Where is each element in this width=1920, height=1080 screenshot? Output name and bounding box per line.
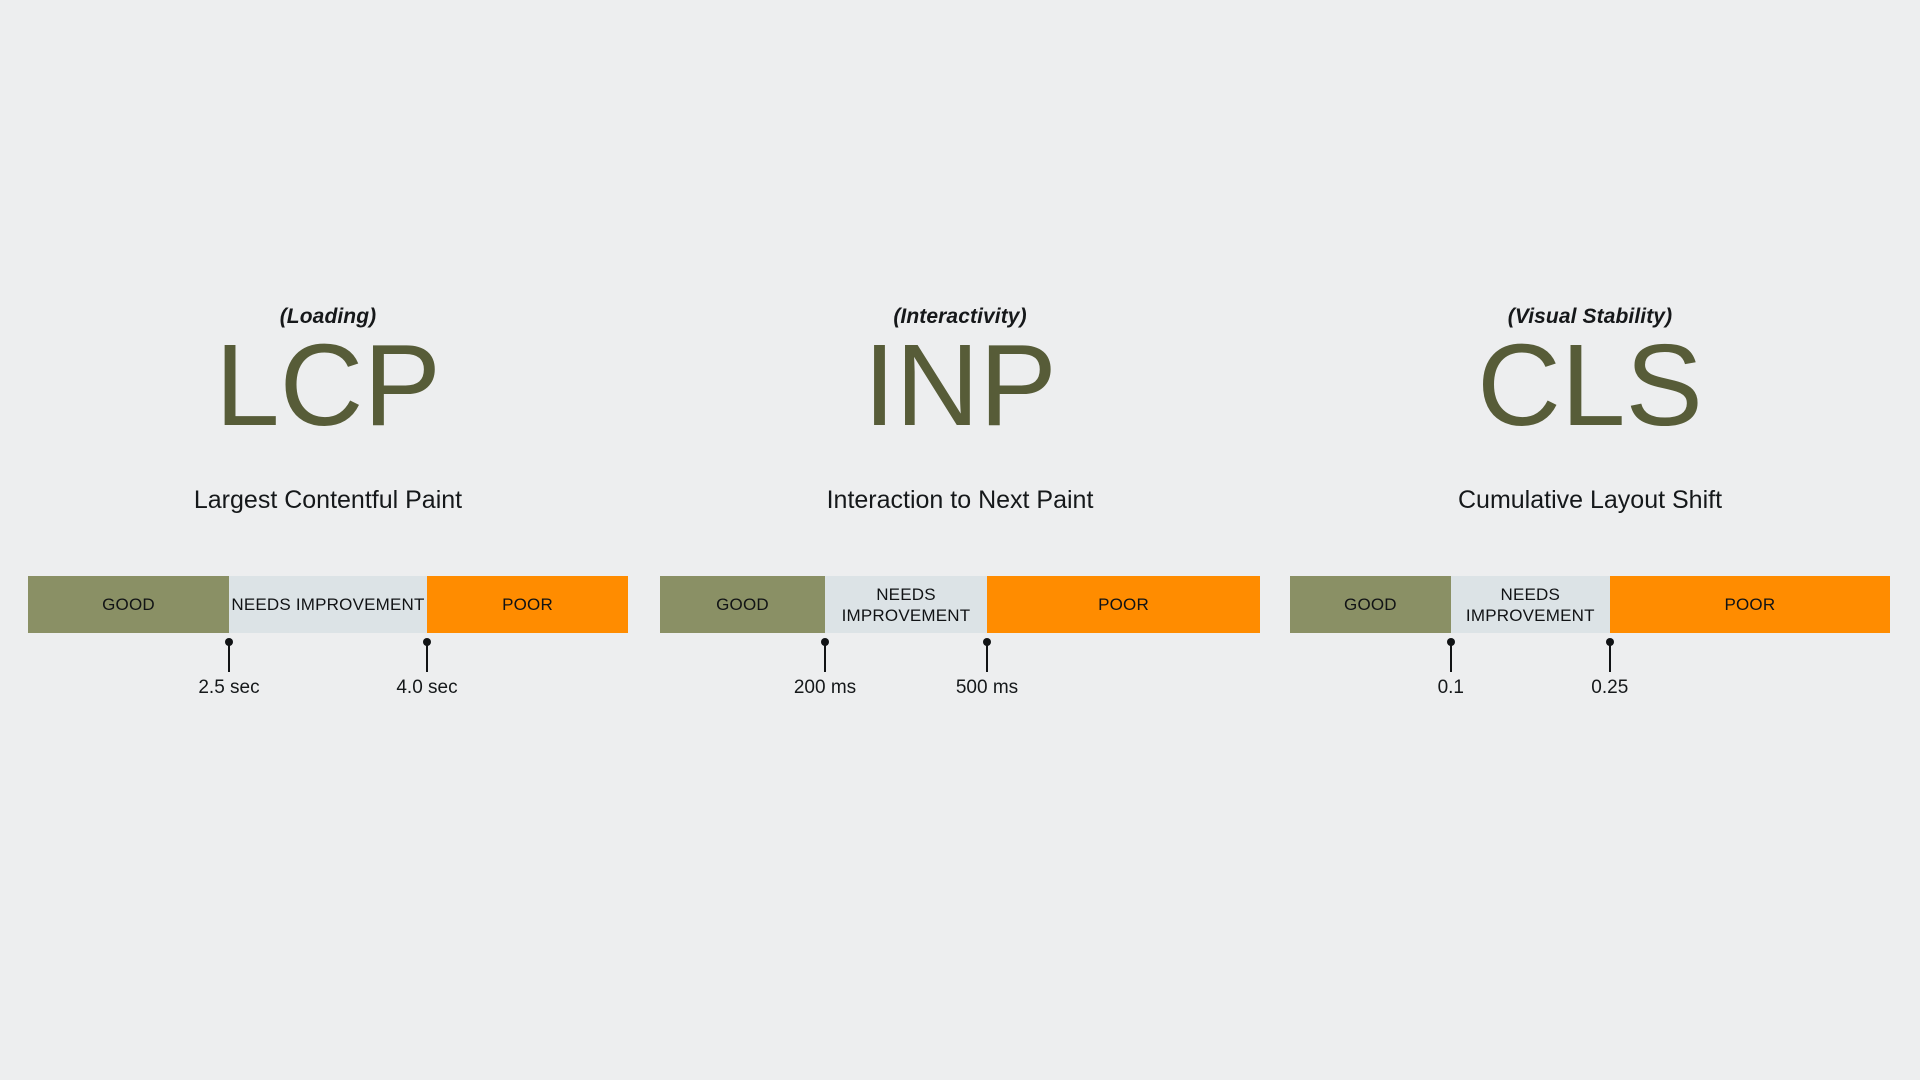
metric-full-name: Largest Contentful Paint — [193, 486, 463, 514]
segment-needs-improvement: NEEDS IMPROVEMENT — [1450, 576, 1610, 633]
threshold-value: 4.0 sec — [396, 677, 458, 698]
tick-line-icon — [824, 642, 826, 672]
segment-poor: POOR — [987, 576, 1260, 633]
threshold-value: 500 ms — [955, 677, 1019, 698]
segment-needs-improvement: NEEDS IMPROVEMENT — [825, 576, 987, 633]
threshold-bar: GOOD NEEDS IMPROVEMENT POOR — [1290, 576, 1890, 633]
tick-line-icon — [426, 642, 428, 672]
tick-line-icon — [1608, 642, 1611, 672]
segment-good: GOOD — [1290, 576, 1451, 633]
metric-category-label: (Visual Stability) — [1507, 305, 1673, 328]
metric-acronym: LCP — [215, 320, 441, 450]
threshold-value: 200 ms — [793, 677, 857, 698]
segment-good: GOOD — [660, 576, 825, 633]
segment-poor: POOR — [427, 576, 628, 633]
metric-category-label: (Loading) — [279, 305, 377, 328]
metric-column-cls: (Visual Stability) CLS Cumulative Layout… — [1290, 0, 1890, 1080]
threshold-value: 2.5 sec — [198, 677, 260, 698]
metric-full-name: Interaction to Next Paint — [826, 486, 1094, 514]
metric-column-lcp: (Loading) LCP Largest Contentful Paint G… — [28, 0, 628, 1080]
segment-good: GOOD — [28, 576, 229, 633]
threshold-bar: GOOD NEEDS IMPROVEMENT POOR — [660, 576, 1260, 633]
metric-full-name: Cumulative Layout Shift — [1457, 486, 1723, 514]
threshold-value: 0.25 — [1591, 677, 1629, 698]
metric-acronym: CLS — [1477, 320, 1703, 450]
threshold-ticks: 2.5 sec 4.0 sec — [28, 633, 628, 733]
threshold-ticks: 200 ms 500 ms — [660, 633, 1260, 733]
tick-line-icon — [1449, 642, 1452, 672]
threshold-ticks: 0.1 0.25 — [1290, 633, 1890, 733]
metric-acronym: INP — [863, 320, 1057, 450]
threshold-value: 0.1 — [1437, 677, 1464, 698]
threshold-bar: GOOD NEEDS IMPROVEMENT POOR — [28, 576, 628, 633]
metric-category-label: (Interactivity) — [893, 305, 1027, 328]
segment-poor: POOR — [1609, 576, 1890, 633]
tick-line-icon — [228, 642, 230, 672]
tick-line-icon — [986, 642, 988, 672]
metric-column-inp: (Interactivity) INP Interaction to Next … — [660, 0, 1260, 1080]
segment-needs-improvement: NEEDS IMPROVEMENT — [229, 576, 427, 633]
